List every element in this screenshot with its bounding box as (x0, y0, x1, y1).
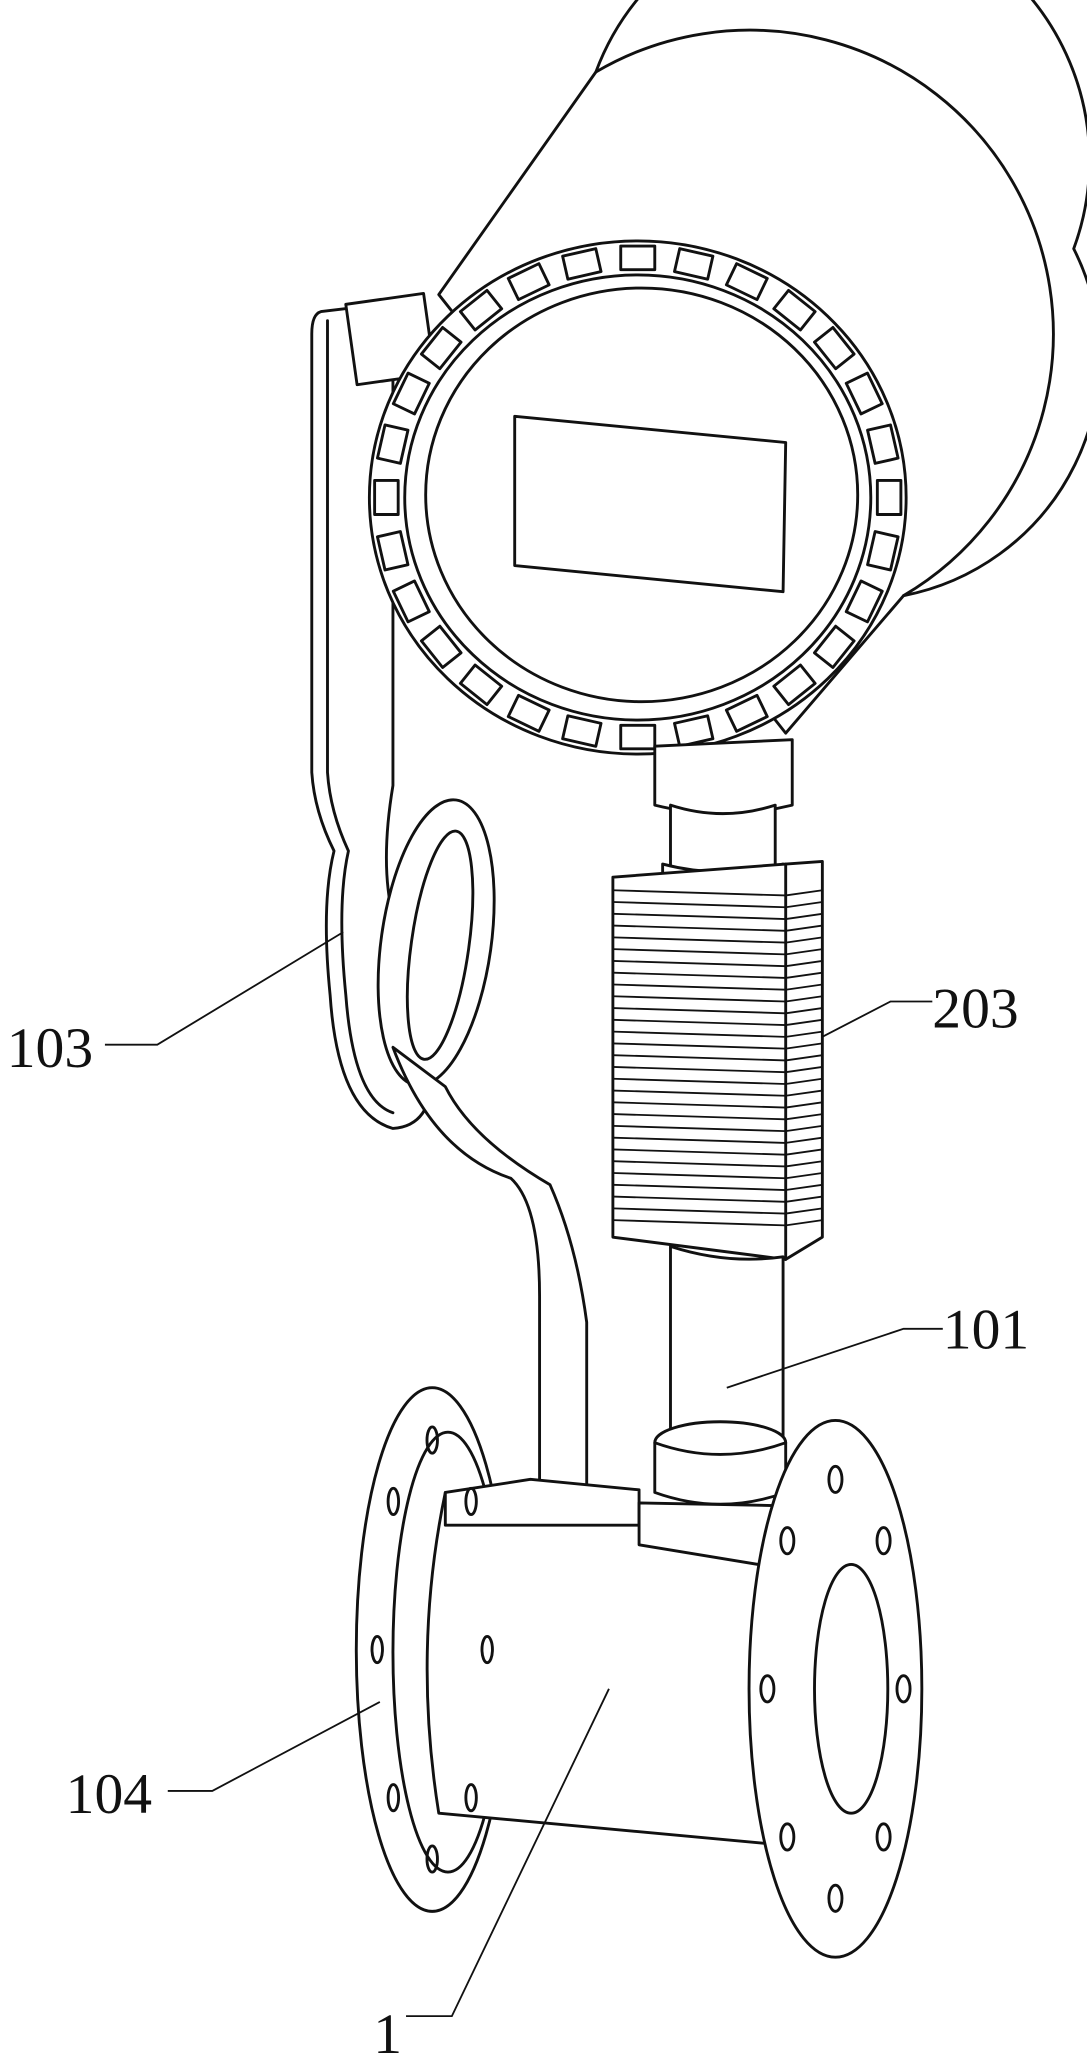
bolt-lug (621, 725, 655, 749)
label-104: 104 (66, 1763, 152, 1826)
label-203: 203 (932, 978, 1018, 1041)
meter-body (356, 1388, 922, 1957)
bolt-lug (375, 480, 399, 514)
label-101: 101 (943, 1298, 1029, 1361)
heat-sink (613, 861, 822, 1259)
label-1: 1 (373, 2003, 402, 2058)
bolt-lug (621, 246, 655, 270)
display-head (369, 241, 906, 754)
label-103: 103 (7, 1017, 93, 1080)
display-window (515, 416, 786, 591)
bolt-lug (877, 480, 901, 514)
cable (362, 792, 587, 1521)
